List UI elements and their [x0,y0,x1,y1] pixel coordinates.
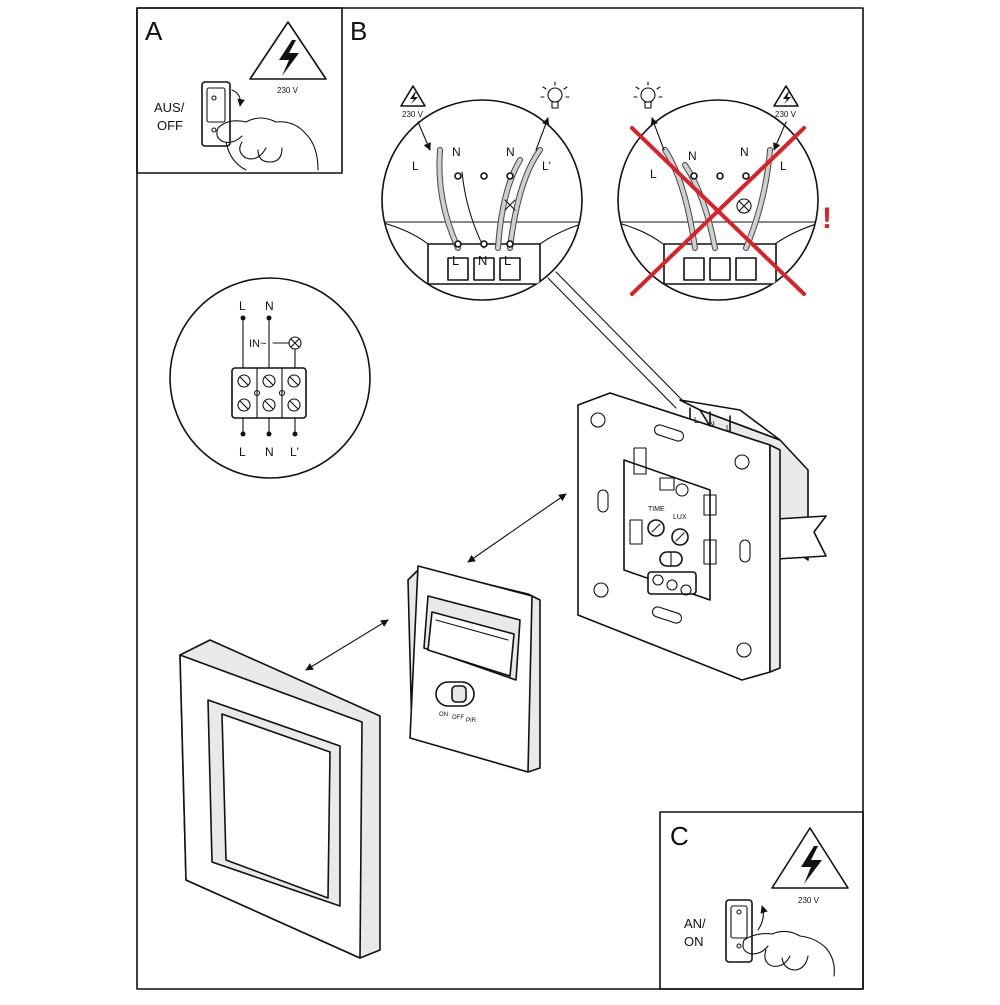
schematic-top-L: L [239,299,246,313]
assembly-arrow-insert [467,493,567,563]
wire-L2-label: L [780,159,787,173]
knob-time-label: TIME [648,506,665,513]
wrong-wiring-cross-icon [630,126,806,296]
terminal-1-label: L [452,253,459,268]
sheet-border [136,7,864,990]
breaker-switch-icon [201,81,245,147]
sensor-cover-plate: ON OFF PIR [407,565,541,773]
wire-N-label: N [688,149,697,163]
terminal-2-label: N [478,253,487,268]
schematic-bottom-L: L [239,445,246,459]
panel-a-letter: A [145,16,163,46]
knob-lux-label: LUX [673,514,687,521]
detail-leader-lines [547,271,685,409]
panel-a-switch-label-line2: OFF [157,118,183,133]
wire-N2-label: N [506,145,515,159]
panel-a: A 230 V AUS/ OFF [136,7,343,174]
wiring-detail-wrong: 230 V L N N L ! [617,81,832,301]
slider-on-label: ON [439,712,448,718]
terminal-3-label: L [504,253,511,268]
hand-icon [216,117,319,171]
wiring-correct-voltage: 230 V [402,110,424,119]
insert-terminal-N-label: N [709,420,715,429]
schematic-input-label: IN~ [249,338,266,350]
panel-a-voltage: 230 V [277,86,299,95]
motion-detector-insert: TIME LUX L N L [577,392,827,681]
schematic-top-N: N [265,299,274,313]
wire-L2-label: L' [542,159,551,173]
schematic-bottom-N: N [265,445,274,459]
high-voltage-warning-icon [771,827,849,889]
lux-knob-icon [671,528,689,546]
high-voltage-warning-icon [400,85,426,107]
insert-terminal-L-label: L [694,416,699,425]
assembly-arrow-cover [305,619,389,671]
wire-L-label: L [650,167,657,181]
slider-off-label: OFF [452,715,464,721]
switch-frame [179,639,381,959]
schematic-bottom-L2: L' [290,445,299,459]
light-bulb-icon [633,81,663,109]
panel-c: C 230 V AN/ ON [659,811,864,990]
breaker-switch-icon [725,899,768,963]
time-knob-icon [647,519,665,537]
panel-b-letter: B [350,16,367,46]
light-bulb-icon [540,81,570,109]
warning-exclamation: ! [822,202,832,235]
panel-c-switch-label-line2: ON [684,934,704,949]
wiring-detail-correct: L N L 230 V L N N L' [381,81,583,301]
wire-N-label: N [452,145,461,159]
panel-c-voltage: 230 V [798,896,820,905]
high-voltage-warning-icon [773,85,799,107]
wiring-wrong-voltage: 230 V [775,110,797,119]
high-voltage-warning-icon [249,21,327,80]
hand-icon [742,930,835,977]
cover-slider-switch [435,681,475,707]
slider-pir-label: PIR [466,718,477,724]
terminal-schematic: L N IN~ L N L' [169,277,371,479]
insert-terminal-L2-label: L [726,424,731,433]
panel-a-switch-label-line1: AUS/ [154,100,185,115]
wire-N2-label: N [740,145,749,159]
panel-c-letter: C [670,821,689,851]
panel-c-switch-label-line1: AN/ [684,916,706,931]
wire-L-label: L [412,159,419,173]
mode-switch-icon [659,551,683,567]
